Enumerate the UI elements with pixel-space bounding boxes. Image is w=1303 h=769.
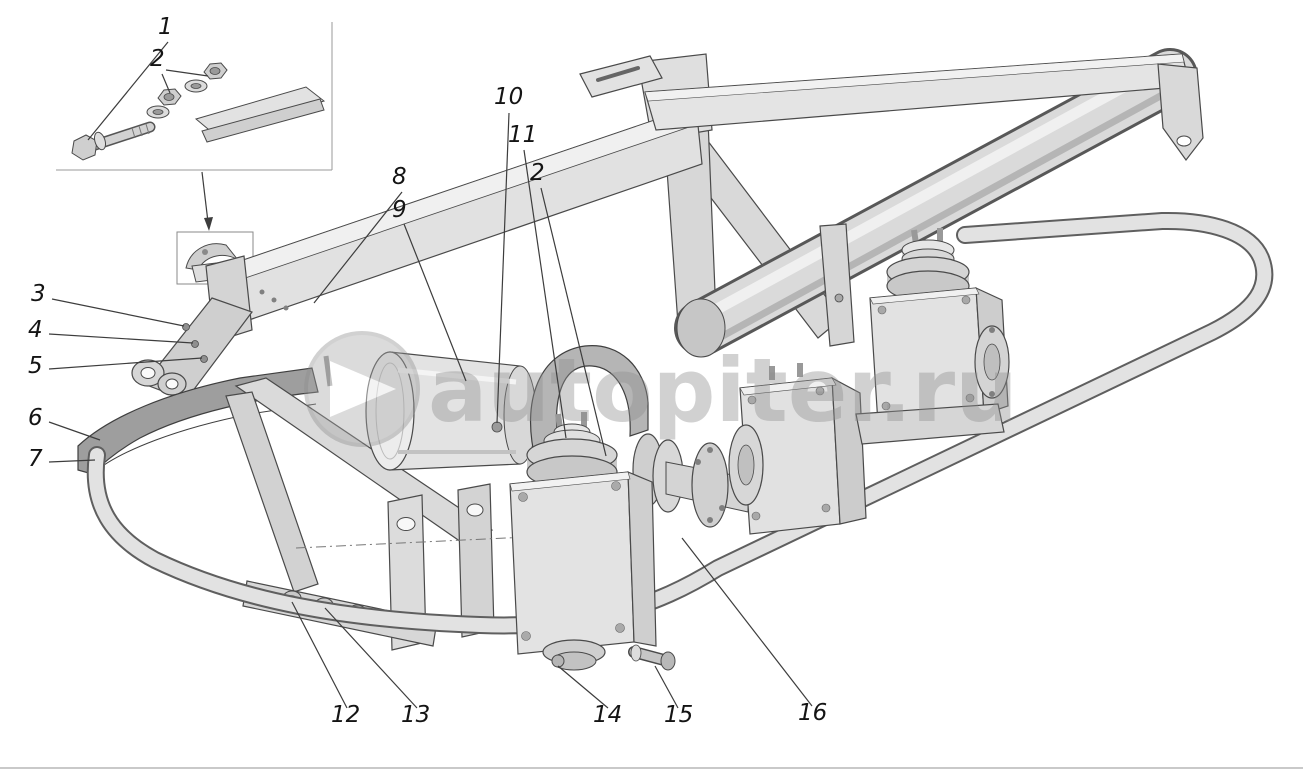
- inset-detail-frame: [56, 22, 333, 171]
- inset-bolt: [71, 121, 156, 161]
- gearbox-right: [855, 228, 1010, 445]
- callout-label-10: 10: [494, 84, 524, 110]
- inset-plate: [194, 86, 326, 143]
- curved-strap: [529, 345, 649, 463]
- inset-arrow: [201, 171, 213, 231]
- callout-label-4: 4: [28, 317, 43, 343]
- callout-label-13: 13: [401, 702, 431, 728]
- main-cross-tube: [674, 48, 1198, 358]
- callout-label-11: 11: [508, 122, 538, 148]
- diagonal-braces: [225, 377, 494, 593]
- callout-label-2b: 2: [530, 160, 545, 186]
- hitch-bracket: [131, 297, 253, 401]
- leader-lines: [48, 41, 813, 709]
- watermark: autopiter.ru: [304, 331, 1018, 447]
- mount-plates: [295, 483, 591, 651]
- callout-label-16: 16: [798, 700, 828, 726]
- top-beam-tab: [579, 55, 663, 98]
- callout-label-2: 2: [150, 46, 165, 72]
- callout-label-8: 8: [392, 164, 407, 190]
- callout-label-6: 6: [28, 405, 43, 431]
- gearbox-center: [728, 363, 867, 535]
- drawbar-bolts: [182, 323, 208, 363]
- callout-label-3: 3: [31, 281, 46, 307]
- inset-washers-nuts: [146, 62, 228, 119]
- callout-label-1: 1: [158, 14, 173, 40]
- callout-label-12: 12: [331, 702, 361, 728]
- callout-label-14: 14: [593, 702, 623, 728]
- callout-label-15: 15: [664, 702, 694, 728]
- top-beam-end-bracket: [1157, 63, 1204, 162]
- callout-label-7: 7: [28, 446, 43, 472]
- top-beam: [644, 53, 1191, 131]
- watermark-text: autopiter.ru: [428, 339, 1018, 442]
- gearbox-left: [509, 412, 676, 671]
- callout-label-5: 5: [28, 353, 43, 379]
- drum-cylinder: [365, 351, 537, 471]
- callout-label-9: 9: [392, 197, 407, 223]
- mid-vertical-bracket: [819, 223, 855, 347]
